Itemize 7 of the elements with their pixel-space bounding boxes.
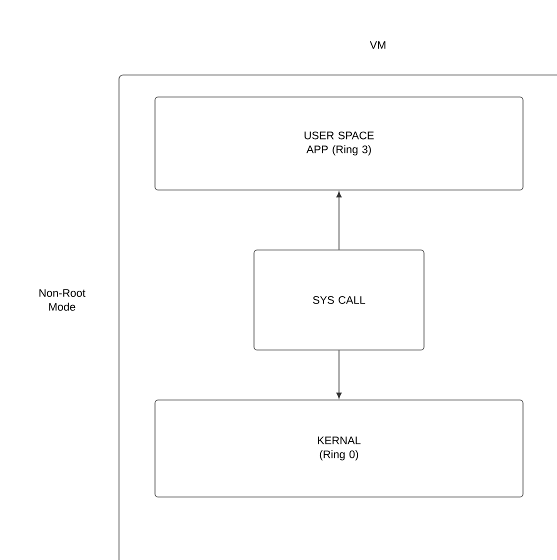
process-box: USER SPACE APP (Ring 3) [154,96,524,190]
process-box: SYS CALL [254,250,424,350]
node-label: VM [370,41,386,49]
arrow [336,191,342,250]
arrow [336,350,342,399]
process-box: KERNAL (Ring 0) [154,400,524,498]
side-label: Non-Root Mode [39,289,86,311]
